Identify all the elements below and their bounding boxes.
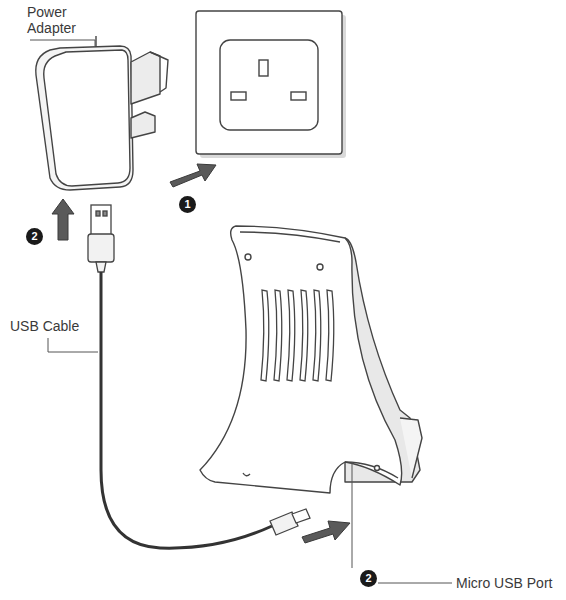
drawing-stroke (292, 509, 310, 523)
drawing-stroke (345, 462, 398, 478)
drawing-stroke (95, 36, 96, 47)
callout-number: 2 (26, 228, 43, 245)
drawing-stroke (131, 112, 155, 138)
insert-arrow (302, 521, 350, 543)
drawing-stroke (103, 211, 107, 216)
drawing-stroke (200, 226, 402, 493)
drawing-stroke (131, 52, 160, 104)
drawing-stroke (96, 262, 106, 272)
drawing-stroke (220, 40, 318, 130)
vent-slot (300, 290, 308, 381)
drawing-stroke (231, 92, 246, 100)
micro-usb-plug (270, 509, 310, 535)
drawing-stroke (91, 205, 111, 235)
vent-slot (274, 290, 282, 381)
wall-socket (196, 11, 346, 158)
part-name: Micro USB Port (454, 575, 554, 591)
drawing-stroke (240, 232, 340, 242)
drawing-stroke (150, 52, 168, 92)
drawing-stroke (375, 466, 380, 471)
usb-plug (88, 205, 114, 272)
drawing-stroke (259, 60, 268, 76)
drawing-stroke (88, 234, 114, 262)
drawing-stroke (96, 211, 100, 216)
leader-line (30, 40, 95, 46)
vent-slot (261, 290, 269, 381)
drawing-stroke (400, 418, 422, 478)
leader-line (48, 338, 98, 352)
drawing-stroke (243, 473, 250, 476)
vent-slots (261, 290, 334, 381)
drawing-stroke (302, 521, 350, 543)
part-name: Power Adapter (25, 4, 95, 36)
vent-slot (313, 290, 321, 381)
drawing-stroke (291, 92, 306, 100)
drawing-stroke (52, 199, 74, 240)
drawing-stroke (36, 46, 133, 190)
drawing-stroke (317, 264, 323, 270)
part-name: USB Cable (8, 318, 81, 334)
drawing-stroke (170, 164, 216, 187)
leader-line (378, 583, 452, 584)
vent-slot (326, 290, 334, 381)
drawing-stroke (44, 50, 130, 186)
power-adapter (36, 36, 168, 190)
callout-number: 2 (360, 570, 377, 587)
leader-line (352, 462, 353, 568)
drawing-stroke (245, 254, 251, 260)
drawing-stroke (196, 11, 342, 154)
insert-arrow (170, 164, 216, 187)
charging-stand (200, 226, 422, 493)
vent-slot (287, 290, 295, 381)
callout-number: 1 (179, 196, 196, 213)
insert-arrow (52, 199, 74, 240)
